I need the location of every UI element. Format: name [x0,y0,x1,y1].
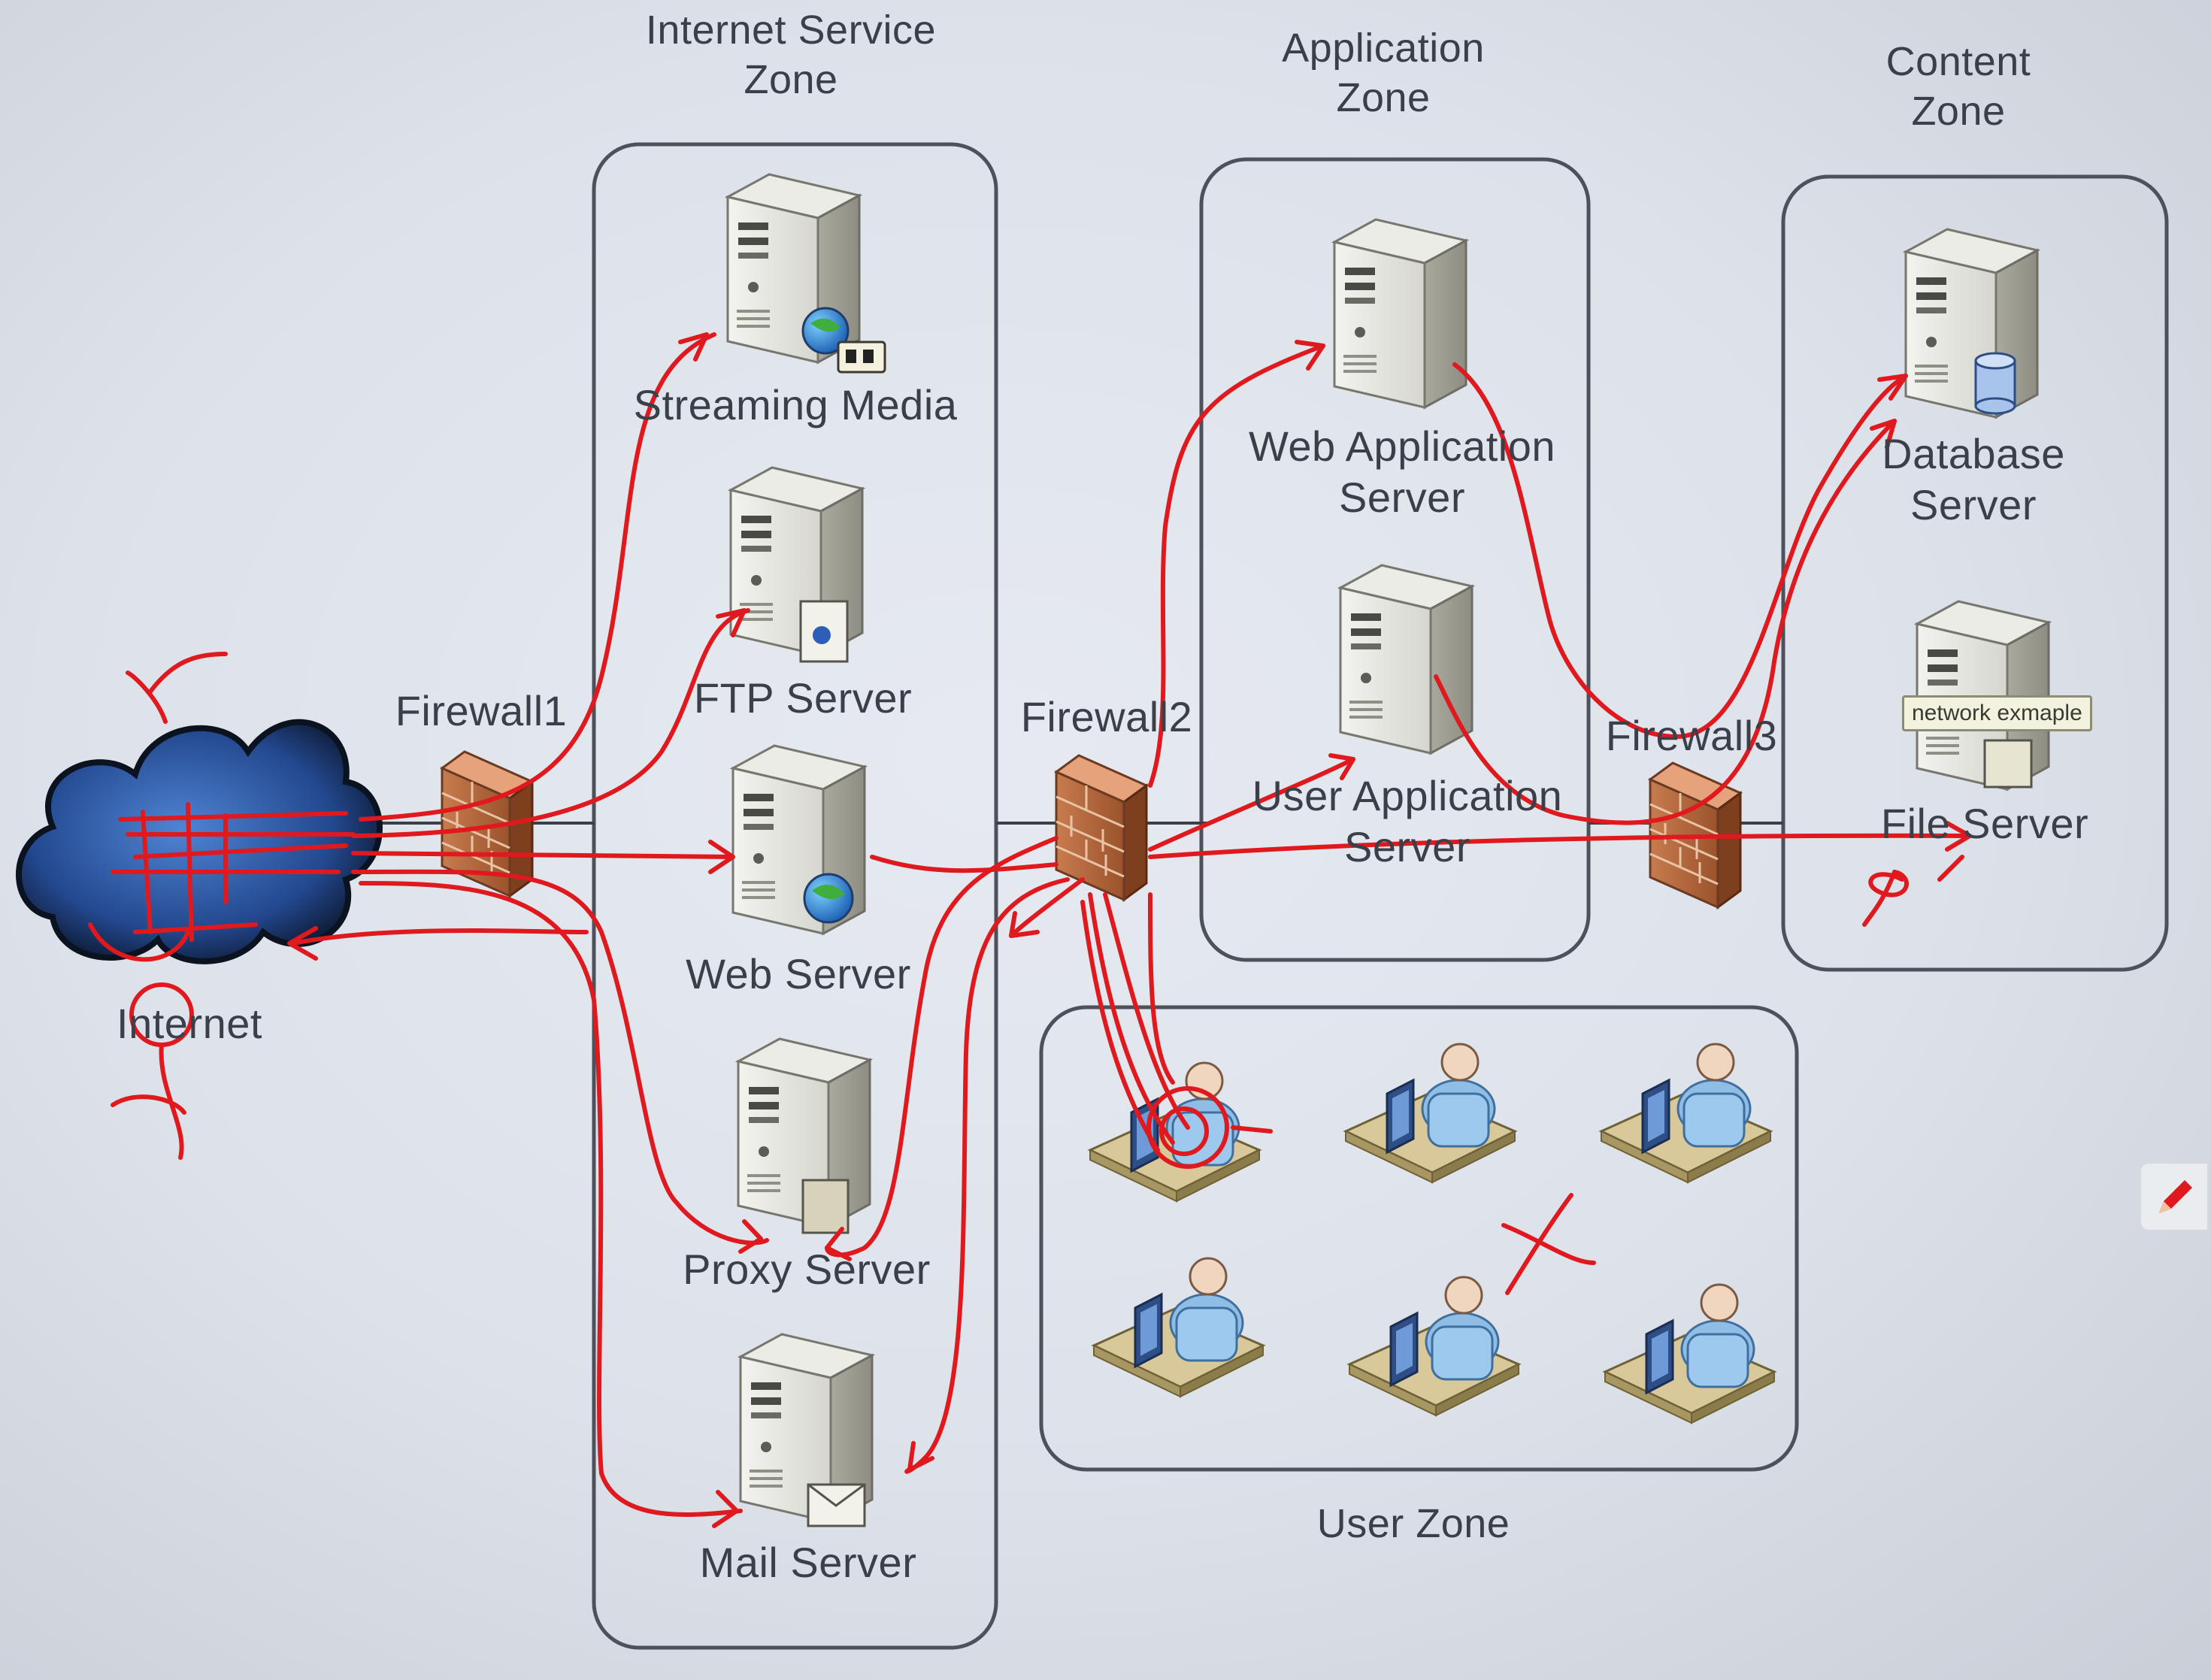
user-workstation-icon [1092,1257,1265,1398]
user-workstation-icon [1344,1043,1516,1184]
document-icon [799,600,849,663]
firewall3-label: Firewall3 [1605,712,1778,759]
user-zone-box [1039,1005,1799,1472]
streaming-media-label: Streaming Media [633,381,958,428]
firewall2-label: Firewall2 [1020,693,1193,740]
red-annotations [88,332,1972,1528]
internet-cloud-icon [16,719,383,964]
database-server-label: Database Server [1882,430,2065,529]
envelope-icon [807,1483,866,1527]
firewall1-label: Firewall1 [395,687,568,734]
user-application-server-icon [1339,564,1473,755]
user-application-server-label: User Application Server [1252,772,1563,871]
mail-server-label: Mail Server [699,1539,917,1586]
pen-tool-button[interactable] [2141,1164,2207,1230]
application-zone-box [1199,157,1591,962]
internet-service-zone-title: Internet Service Zone [645,8,937,102]
ftp-server-label: FTP Server [693,674,913,722]
user-workstation-icon [1600,1043,1772,1184]
web-server-label: Web Server [686,950,911,997]
web-application-server-label: Web Application Server [1248,422,1556,522]
user-zone-title: User Zone [1316,1501,1510,1546]
database-server-icon [1904,228,2039,419]
internet-service-zone-box [592,142,998,1650]
file-server-label: File Server [1880,800,2089,847]
globe-icon [803,873,854,924]
content-zone-title: Content Zone [1885,39,2031,134]
user-workstation-icon [1604,1283,1776,1424]
tooltip: network exmaple [1902,695,2092,731]
application-zone-title: Application Zone [1282,26,1485,120]
internet-label: Internet [117,1000,262,1047]
globe-icon [801,307,850,355]
database-cylinder-icon [1974,352,2016,415]
proxy-server-label: Proxy Server [683,1246,931,1293]
media-badge-icon [837,341,886,374]
folder-icon [1983,739,2033,789]
pencil-icon [2159,1180,2192,1213]
proxy-card-icon [801,1179,850,1234]
web-application-server-icon [1333,218,1467,409]
firewall2-icon [1055,754,1148,901]
user-workstation-icon [1348,1276,1520,1417]
